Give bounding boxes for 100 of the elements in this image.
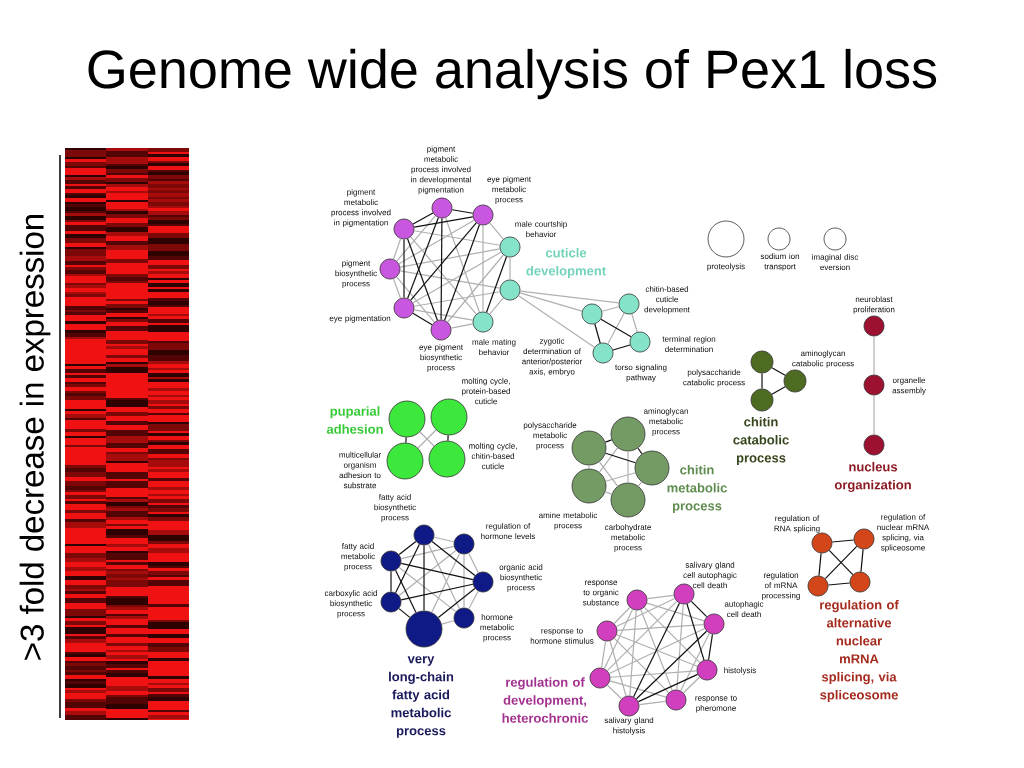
node-label: regulation of hormone levels <box>481 522 536 540</box>
edge-line <box>637 481 643 487</box>
node-label: zygotic determination of anterior/posterior axis, embryo <box>522 337 583 377</box>
edge-line <box>873 394 875 436</box>
edge-line <box>627 450 629 484</box>
edge-line <box>682 676 701 694</box>
edge-line <box>489 297 504 315</box>
edge-line <box>410 236 477 315</box>
edge-line <box>604 439 613 443</box>
edge-line <box>609 680 667 698</box>
edge-line <box>603 608 634 670</box>
node-label: aminoglycan metabolic process <box>643 408 688 436</box>
edge-line <box>440 217 443 321</box>
cluster-label: chitin metabolic process <box>667 464 727 514</box>
node-label: pigment biosynthetic process <box>335 260 377 288</box>
edge-line <box>609 670 698 678</box>
node-label: male mating behavior <box>472 338 516 356</box>
cluster-label: regulation of development, heterochronic <box>502 677 588 723</box>
edge-line <box>400 545 455 560</box>
edge-line <box>412 312 433 326</box>
edge-line <box>873 335 875 376</box>
node-label: regulation of mRNA processing <box>762 572 800 600</box>
node-label: response to hormone stimulus <box>530 628 594 644</box>
edge-line <box>398 549 457 597</box>
edge-line <box>616 634 698 667</box>
edge-line <box>771 367 786 376</box>
node-label: carboxylic acid biosynthetic process <box>324 590 377 618</box>
edge-line <box>392 278 402 299</box>
edge-line <box>860 548 864 573</box>
edge-line <box>588 464 590 470</box>
edge-line <box>606 684 623 700</box>
cluster-label: chitin catabolic process <box>733 416 789 466</box>
edge-line <box>761 372 763 390</box>
edge-line <box>406 238 439 321</box>
node-label: amine metabolic process <box>539 512 598 530</box>
edge-line <box>443 224 481 321</box>
node-label: organelle assembly <box>892 377 926 395</box>
edge-line <box>403 238 405 299</box>
edge-line <box>771 386 786 395</box>
edge-line <box>598 447 619 473</box>
edge-line <box>818 552 822 577</box>
node-label: male courtship behavior <box>515 220 567 238</box>
edge-line <box>431 540 476 577</box>
edge-line <box>413 291 501 307</box>
cluster-label: cuticle development <box>526 247 606 279</box>
edge-line <box>690 600 708 618</box>
edge-line <box>396 276 435 323</box>
node-label: regulation of nuclear mRNA splicing, via spliceosome <box>877 513 930 553</box>
edge-line <box>431 552 461 613</box>
edge-line <box>831 539 855 543</box>
node-label: organic acid biosynthetic process <box>499 564 543 592</box>
edge-line <box>396 215 436 262</box>
edge-line <box>519 290 620 304</box>
node-label: molting cycle, protein-based cuticle <box>462 377 510 405</box>
node-label: chitin-based cuticle development <box>644 286 690 314</box>
edge-line <box>708 633 714 661</box>
edge-line <box>637 447 643 455</box>
edge-line <box>631 313 638 333</box>
edge-line <box>399 248 501 268</box>
edge-line <box>413 309 474 321</box>
node-label: salivary gland cell autophagic cell death <box>683 561 737 589</box>
edge-line <box>613 637 670 694</box>
edge-line <box>423 544 425 612</box>
cluster-label: very long-chain fatty acid metabolic process <box>389 656 454 738</box>
edge-line <box>612 344 631 351</box>
node-label: imaginal disc eversion <box>812 253 859 271</box>
edge-line <box>398 540 417 556</box>
cluster-label: nucleus organization <box>834 461 911 493</box>
edge-line <box>400 583 474 601</box>
edge-line <box>398 608 411 618</box>
cluster-label: puparial adhesion <box>326 406 383 434</box>
node-label: salivary gland histolysis <box>604 717 654 735</box>
edge-line <box>519 292 583 312</box>
edge-line <box>447 434 449 442</box>
node-label: response to pheromone <box>695 695 737 713</box>
edge-line <box>605 452 637 464</box>
edge-line <box>407 217 439 299</box>
node-label: sodium ion transport <box>760 253 800 271</box>
edge-line <box>390 570 392 593</box>
edge-line <box>633 602 681 698</box>
node-label: proteolysis <box>707 263 745 271</box>
edge-line <box>399 270 501 289</box>
edge-line <box>398 219 475 265</box>
edge-line <box>613 606 631 625</box>
edge-line <box>441 620 455 625</box>
edge-line <box>395 543 420 594</box>
edge-line <box>607 312 625 345</box>
node-label: fatty acid metabolic process <box>341 543 375 571</box>
node-label: pigment metabolic process involved in developmental pigmentation <box>411 145 471 195</box>
edge-line <box>427 543 461 610</box>
edge-line <box>468 552 479 574</box>
node-label: hormone metabolic process <box>480 614 514 642</box>
edge-line <box>609 640 627 697</box>
edge-line <box>413 216 474 228</box>
edge-line <box>676 603 684 691</box>
edge-line <box>605 472 636 482</box>
edge-line <box>600 640 607 669</box>
edge-line <box>468 590 479 610</box>
node-label: torso signaling pathway <box>615 364 667 382</box>
edge-line <box>412 251 502 304</box>
